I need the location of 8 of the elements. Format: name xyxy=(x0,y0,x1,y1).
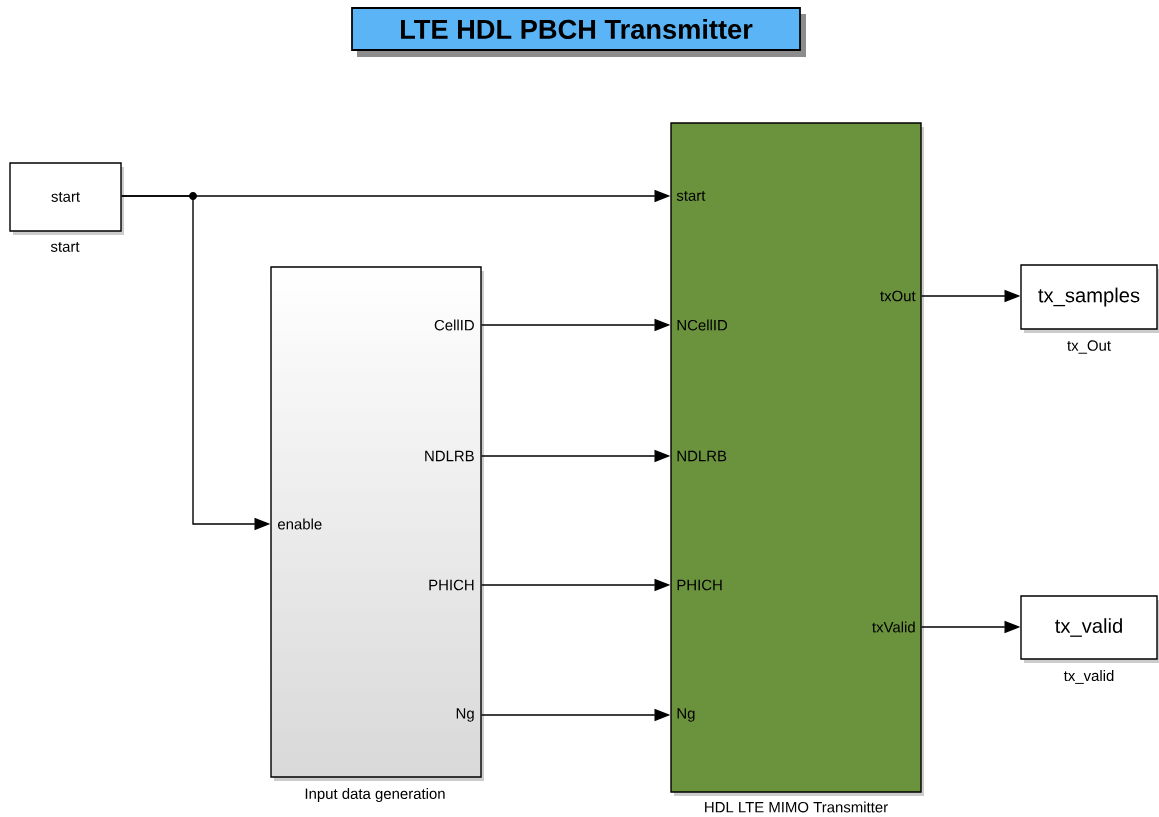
port-block: tx_valid xyxy=(1020,595,1159,663)
block-label: HDL LTE MIMO Transmitter xyxy=(705,801,888,813)
block-label: tx_valid xyxy=(1063,670,1114,684)
block-label: tx_Out xyxy=(1067,340,1111,354)
block-label: start xyxy=(50,242,80,252)
block-label: Input data generation xyxy=(305,788,445,802)
port-block: tx_samples xyxy=(1020,264,1159,333)
title-box: LTE HDL PBCH Transmitter xyxy=(351,7,806,57)
